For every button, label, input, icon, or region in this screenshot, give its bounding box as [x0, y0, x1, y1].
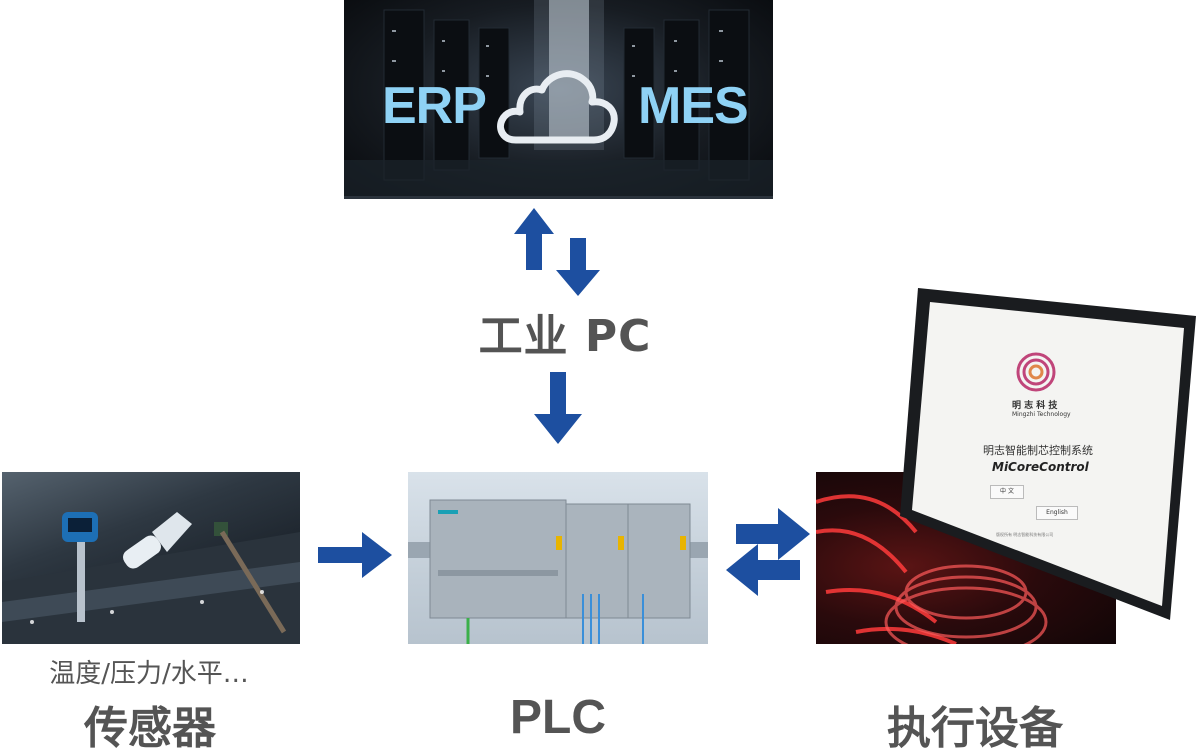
monitor-frame	[900, 288, 1196, 620]
monitor-brand-cn: 明 志 科 技	[1012, 401, 1058, 411]
plc-illustration	[408, 499, 708, 644]
sensor-photo	[2, 472, 300, 644]
monitor-brand-en: Mingzhi Technology	[1012, 411, 1071, 418]
monitor-system-title: 明志智能制芯控制系统	[983, 444, 1093, 457]
cloud-icon	[497, 70, 618, 144]
industrial-pc-label: 工业 PC	[478, 311, 652, 362]
down-arrow-icon	[530, 372, 586, 446]
sensor-title: 传感器	[84, 703, 216, 754]
english-language-button[interactable]: English	[1036, 506, 1078, 520]
hmi-monitor: 明 志 科 技 Mingzhi Technology 明志智能制芯控制系统 Mi…	[900, 288, 1196, 628]
erp-mes-cloud-panel: ERP MES	[344, 0, 773, 199]
monitor-logo-text: MiCoreControl	[992, 460, 1089, 474]
bidirectional-horizontal-arrow-icon	[722, 504, 814, 600]
plc-photo	[408, 472, 708, 644]
sensor-subtitle: 温度/压力/水平…	[49, 659, 249, 689]
chinese-language-button[interactable]: 中 文	[990, 485, 1024, 499]
mingzhi-logo-icon	[1016, 352, 1056, 392]
actuator-illustration	[816, 494, 1048, 644]
right-arrow-icon	[318, 530, 394, 580]
actuator-title: 执行设备	[887, 703, 1063, 754]
erp-label: ERP	[382, 77, 487, 135]
plc-title: PLC	[510, 691, 606, 744]
server-room-background	[344, 0, 773, 199]
monitor-footer: 版权所有 明志智能科技有限公司	[996, 532, 1054, 537]
mes-label: MES	[638, 77, 749, 135]
sensor-illustration	[2, 512, 300, 644]
bidirectional-vertical-arrow-icon	[510, 208, 610, 298]
